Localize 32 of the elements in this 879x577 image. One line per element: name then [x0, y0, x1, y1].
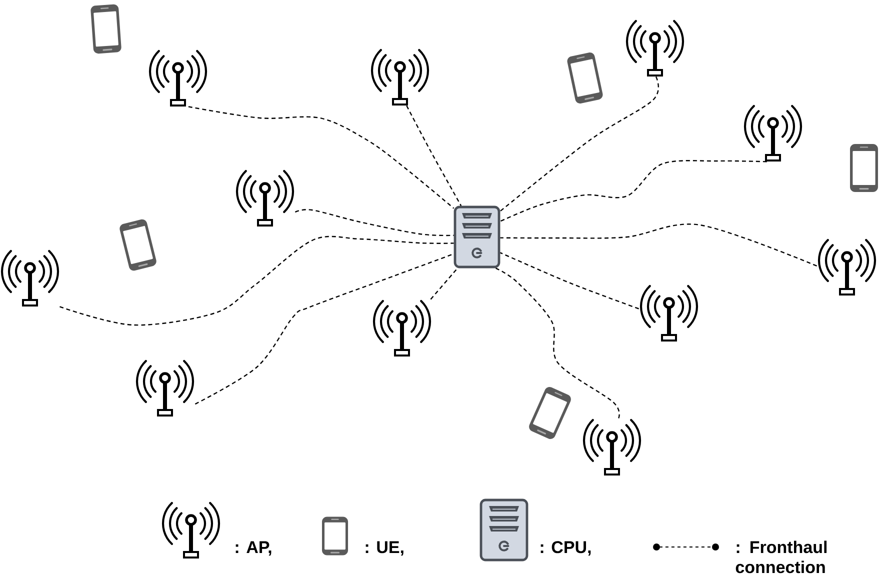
antenna-icon — [372, 300, 432, 356]
dashed-line — [294, 209, 454, 236]
smartphone-icon — [90, 4, 122, 54]
dashed-line — [500, 160, 767, 222]
antenna-icon — [148, 50, 208, 106]
legend-text: : AP, — [236, 541, 272, 556]
dashed-line — [188, 106, 454, 209]
antenna-icon — [236, 170, 294, 226]
antenna-icon — [136, 360, 194, 416]
dashed-line — [496, 268, 620, 418]
antenna-icon — [640, 284, 698, 342]
legend-text: : UE, — [366, 541, 404, 556]
dashed-line — [194, 253, 454, 405]
dashed-line — [500, 76, 659, 212]
dashed-line — [430, 268, 458, 300]
server-icon — [454, 206, 500, 268]
antenna-icon — [818, 238, 876, 296]
antenna-icon — [370, 48, 430, 106]
dashed-line — [500, 252, 639, 310]
smartphone-icon — [567, 52, 603, 104]
dashed-line — [406, 105, 462, 206]
dashed-line — [500, 224, 818, 266]
smartphone-icon — [120, 219, 156, 271]
dashed-line — [60, 236, 454, 326]
legend-text: : CPU, — [540, 541, 591, 556]
antenna-icon — [0, 250, 60, 306]
antenna-icon — [744, 104, 802, 162]
smartphone-icon — [850, 144, 878, 192]
antenna-icon — [626, 20, 684, 76]
legend-text: : Fronthaul connection — [736, 540, 827, 574]
smartphone-icon — [529, 386, 571, 439]
antenna-icon — [582, 418, 642, 476]
